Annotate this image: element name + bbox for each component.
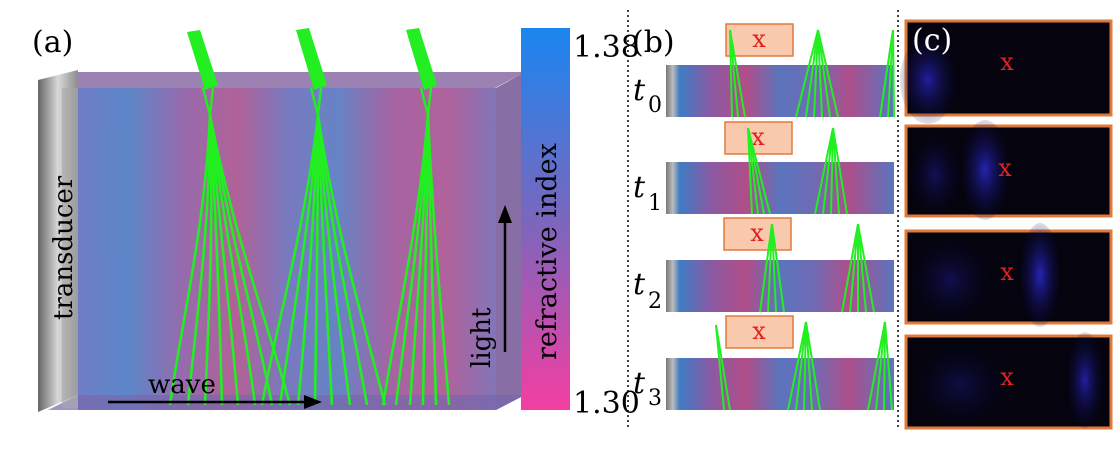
panel-a: transducer <box>32 25 525 412</box>
time-sub-t0: 0 <box>648 93 662 118</box>
band-t1 <box>666 162 894 214</box>
marker-t2: x <box>750 219 764 247</box>
colorbar-min: 1.30 <box>573 386 640 421</box>
rays-t2 <box>759 223 875 313</box>
time-sub-t2: 2 <box>648 289 662 314</box>
colorbar-gradient <box>521 28 570 410</box>
band-t3 <box>666 358 894 410</box>
ray-entry <box>201 87 433 116</box>
colorbar-max: 1.38 <box>573 30 640 65</box>
wave-arrowhead <box>304 395 322 409</box>
panel-c: x x x x (c) <box>900 19 1113 430</box>
panel-a-label: (a) <box>32 25 73 60</box>
panel-c-label: (c) <box>912 23 952 58</box>
marker-t1: x <box>751 123 765 151</box>
box-t2 <box>723 217 792 251</box>
light-label: light <box>467 307 497 368</box>
panel-b-label: (b) <box>632 25 675 60</box>
panel-b: (b) x t 0 x t 1 <box>632 23 895 411</box>
ray-fans <box>168 28 451 406</box>
camera-marker-t1: x <box>998 154 1012 182</box>
marker-t0: x <box>752 25 766 53</box>
rays-t3 <box>715 321 893 411</box>
block-side-face <box>496 72 525 410</box>
box-t0 <box>725 23 794 57</box>
row-t3: x t 3 <box>633 315 894 411</box>
box-t3 <box>725 315 794 349</box>
camera-image-t0: x <box>900 19 1113 124</box>
wave-label: wave <box>148 370 216 400</box>
camera-image-t2: x <box>904 223 1113 327</box>
time-t0: t <box>633 73 646 108</box>
time-t3: t <box>633 366 646 401</box>
time-sub-t3: 3 <box>648 386 662 411</box>
row-t1: x t 1 <box>633 121 894 216</box>
ray-focus-1 <box>187 30 218 90</box>
transducer-edge <box>62 88 78 408</box>
camera-marker-t0: x <box>1000 48 1014 76</box>
ray-focus-3 <box>406 28 437 90</box>
colorbar-title: refractive index <box>532 143 563 360</box>
block-top-face <box>48 72 525 88</box>
box-t1 <box>724 121 793 155</box>
ray-focus-2 <box>296 28 327 90</box>
row-t2: x t 2 <box>633 217 894 314</box>
row-t0: x t 0 <box>633 23 895 118</box>
camera-image-t3: x <box>904 332 1113 430</box>
rays-t1 <box>747 127 848 215</box>
time-t2: t <box>633 267 646 302</box>
marker-t3: x <box>752 317 766 345</box>
camera-image-t1: x <box>904 120 1113 220</box>
time-sub-t1: 1 <box>648 191 662 216</box>
camera-marker-t2: x <box>1000 258 1014 286</box>
light-arrowhead <box>498 205 512 223</box>
transducer-label: transducer <box>49 175 79 320</box>
camera-marker-t3: x <box>1000 363 1014 391</box>
rays-t0 <box>729 29 895 118</box>
time-t1: t <box>633 170 646 205</box>
band-t0 <box>666 65 894 117</box>
colorbar: refractive index 1.38 1.30 <box>521 28 640 421</box>
